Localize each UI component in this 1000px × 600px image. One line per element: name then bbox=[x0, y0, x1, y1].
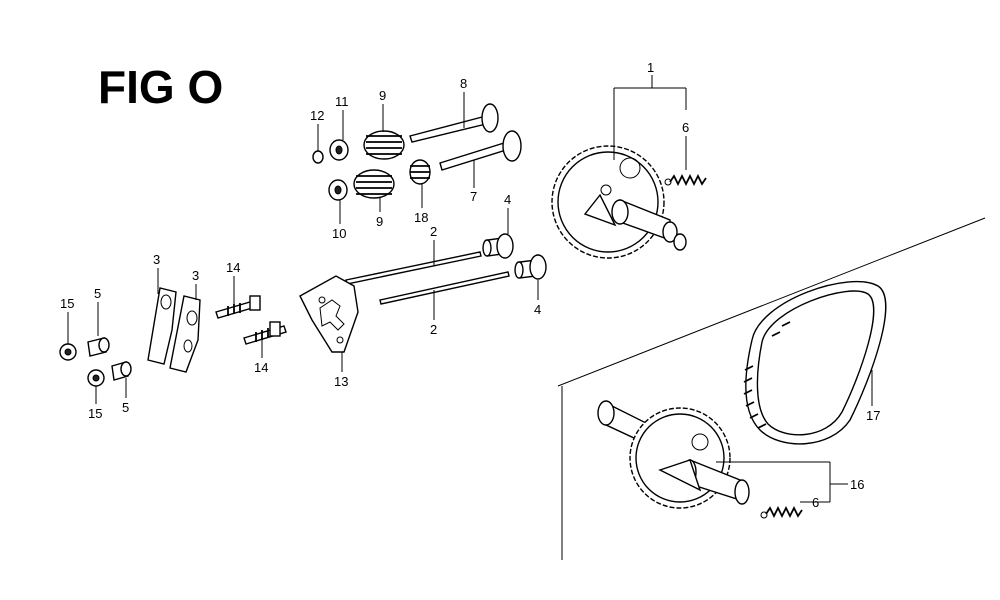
callout-14-lower: 14 bbox=[254, 360, 268, 375]
rocker-arm-right bbox=[169, 295, 201, 373]
figure-title: FIG O bbox=[98, 61, 223, 113]
callout-17: 17 bbox=[866, 408, 880, 423]
valve-spring-lower bbox=[353, 169, 395, 199]
callout-13: 13 bbox=[334, 374, 348, 389]
callout-1: 1 bbox=[647, 60, 654, 75]
inset-panel-border bbox=[557, 217, 986, 560]
callout-4-upper: 4 bbox=[504, 192, 511, 207]
callout-15-lower: 15 bbox=[88, 406, 102, 421]
callout-10: 10 bbox=[332, 226, 346, 241]
rocker-nut-lower bbox=[87, 369, 105, 387]
push-rod-lower bbox=[379, 271, 510, 305]
rocker-pivot-upper bbox=[87, 337, 110, 357]
callout-11: 11 bbox=[335, 94, 349, 109]
callout-12: 12 bbox=[310, 108, 324, 123]
callout-2-lower: 2 bbox=[430, 322, 437, 337]
intake-valve-part bbox=[439, 130, 522, 171]
callout-6-lower: 6 bbox=[812, 495, 819, 510]
camshaft-assembly-part bbox=[597, 400, 750, 509]
valve-lifter-lower bbox=[514, 254, 547, 280]
callout-9-upper: 9 bbox=[379, 88, 386, 103]
camshaft-gear-part bbox=[551, 145, 687, 259]
callout-2-upper: 2 bbox=[430, 224, 437, 239]
exhaust-valve-part bbox=[409, 103, 499, 143]
timing-belt-part bbox=[743, 281, 887, 445]
callout-4-lower: 4 bbox=[534, 302, 541, 317]
valve-cotter bbox=[312, 150, 324, 164]
spring-part bbox=[664, 173, 707, 187]
callout-8: 8 bbox=[460, 76, 467, 91]
callout-16: 16 bbox=[850, 477, 864, 492]
rocker-pivot-lower bbox=[111, 361, 132, 381]
callout-3-right: 3 bbox=[192, 268, 199, 283]
rocker-stud-upper bbox=[215, 295, 261, 319]
push-rod-upper bbox=[345, 251, 482, 285]
rocker-stud-lower bbox=[243, 321, 287, 345]
decompressor-spring-part bbox=[760, 505, 803, 519]
valve-retainer-upper bbox=[329, 139, 349, 161]
callout-14-upper: 14 bbox=[226, 260, 240, 275]
callout-5-lower: 5 bbox=[122, 400, 129, 415]
rocker-nut-upper bbox=[59, 343, 77, 361]
rocker-arm-left bbox=[147, 287, 177, 365]
callout-5-upper: 5 bbox=[94, 286, 101, 301]
callout-3-left: 3 bbox=[153, 252, 160, 267]
valve-stem-seal bbox=[409, 159, 431, 185]
valve-retainer-lower bbox=[328, 179, 348, 201]
callout-18: 18 bbox=[414, 210, 428, 225]
leader-lines bbox=[67, 75, 873, 503]
valve-spring-upper bbox=[363, 130, 405, 160]
callout-6-upper: 6 bbox=[682, 120, 689, 135]
callout-15-upper: 15 bbox=[60, 296, 74, 311]
push-rod-guide-plate bbox=[299, 275, 359, 353]
callout-9-lower: 9 bbox=[376, 214, 383, 229]
callout-7: 7 bbox=[470, 189, 477, 204]
valve-lifter-upper bbox=[482, 233, 514, 259]
callout-labels: 1 2 2 3 3 4 4 5 5 6 6 7 8 9 9 10 11 12 1… bbox=[60, 60, 880, 510]
